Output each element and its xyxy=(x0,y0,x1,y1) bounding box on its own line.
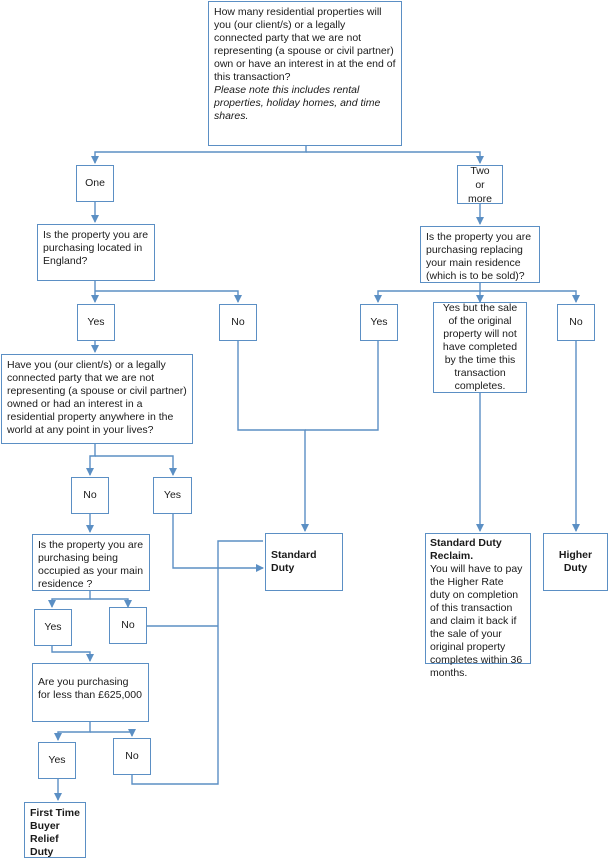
answer-no-replacing: No xyxy=(557,304,595,341)
edge-england-to-no xyxy=(95,290,242,303)
result-standard-duty-reclaim: Standard Duty Reclaim. You will have to … xyxy=(425,533,531,679)
question-property-count-note: Please note this includes rental propert… xyxy=(214,84,381,122)
answer-no-england: No xyxy=(219,304,257,341)
result-first-time-buyer-relief-label: First Time Buyer Relief Duty xyxy=(30,807,80,858)
edge-replacing-to-yes xyxy=(374,283,481,303)
edge-count-to-two xyxy=(306,151,484,164)
question-england: Is the property you are purchasing locat… xyxy=(37,224,155,281)
answer-yes-but-sale-not-complete: Yes but the sale of the original propert… xyxy=(433,302,527,393)
answer-no-price: No xyxy=(113,738,151,775)
result-standard-duty-reclaim-text: You will have to pay the Higher Rate dut… xyxy=(430,563,523,679)
edge-price-to-no xyxy=(90,729,136,737)
question-owned-before: Have you (our client/s) or a legally con… xyxy=(1,354,193,444)
question-property-count-text: How many residential properties will you… xyxy=(214,6,396,83)
question-replacing-main-residence: Is the property you are purchasing repla… xyxy=(420,226,540,283)
edge-no-england-to-standard xyxy=(237,341,309,532)
answer-yes-main-residence: Yes xyxy=(34,609,72,646)
edge-main-to-no xyxy=(90,598,132,608)
result-higher-duty-label: Higher Duty xyxy=(558,549,593,574)
edge-no-main-to-standard xyxy=(147,540,263,655)
answer-yes-price: Yes xyxy=(38,742,76,779)
edge-yes-owned-to-standard xyxy=(172,514,264,572)
edge-yes-main-to-price xyxy=(51,646,94,662)
question-purchase-price: Are you purchasing for less than £625,00… xyxy=(32,663,149,722)
edge-price-to-yes xyxy=(54,722,91,741)
edge-owned-to-yes xyxy=(95,455,177,476)
answer-two-or-more: Two or more xyxy=(457,165,503,205)
edge-count-to-one xyxy=(91,146,307,164)
result-standard-duty-label: Standard Duty xyxy=(271,549,317,574)
result-first-time-buyer-relief: First Time Buyer Relief Duty xyxy=(24,802,86,858)
answer-yes-owned: Yes xyxy=(153,477,192,514)
answer-no-owned: No xyxy=(71,477,109,514)
answer-one: One xyxy=(76,165,114,202)
edge-yes-replacing-to-standard xyxy=(305,341,379,431)
edge-main-to-yes xyxy=(48,591,91,608)
edge-replacing-to-no xyxy=(480,290,580,303)
result-standard-duty-reclaim-title: Standard Duty Reclaim. xyxy=(430,537,502,562)
answer-yes-replacing: Yes xyxy=(360,304,398,341)
edge-no-price-to-standard xyxy=(131,655,219,785)
result-higher-duty: Higher Duty xyxy=(543,533,608,591)
question-property-count: How many residential properties will you… xyxy=(208,1,402,146)
question-main-residence: Is the property you are purchasing being… xyxy=(32,534,150,591)
edge-owned-to-no xyxy=(86,444,96,476)
answer-yes-england: Yes xyxy=(77,304,115,341)
answer-no-main-residence: No xyxy=(109,607,147,644)
result-standard-duty: Standard Duty xyxy=(265,533,343,591)
